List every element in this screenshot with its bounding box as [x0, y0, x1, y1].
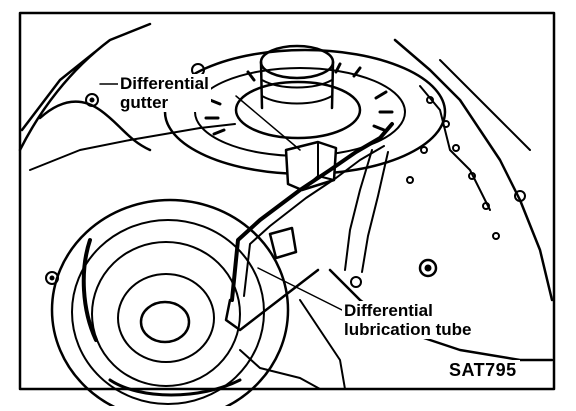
lubrication-tube-lower — [224, 268, 320, 332]
case-lower-ridge — [299, 299, 346, 390]
callout-differential-gutter: Differential gutter — [118, 74, 211, 112]
bore-shading — [108, 378, 242, 397]
leader-line-tube — [257, 267, 343, 311]
callout-line: lubrication tube — [344, 320, 472, 339]
lubrication-tube — [243, 145, 385, 297]
shaft-ring — [261, 79, 333, 105]
differential-bore-ring — [117, 273, 215, 363]
callout-differential-lubrication-tube: Differential lubrication tube — [342, 301, 474, 339]
bolt-hole — [49, 275, 55, 281]
leader-line-gutter — [235, 95, 301, 151]
case-channel — [361, 151, 389, 273]
differential-bore-ring — [91, 241, 241, 387]
case-lower-right — [328, 268, 554, 362]
case-rib — [419, 85, 491, 211]
case-right-edge — [393, 38, 554, 302]
case-channel — [344, 149, 373, 271]
callout-line: gutter — [120, 93, 169, 112]
figure-code: SAT795 — [446, 360, 520, 381]
differential-bore — [50, 198, 290, 411]
bolt-hole — [85, 93, 99, 107]
callout-line: Differential — [120, 74, 209, 93]
case-edge — [29, 123, 236, 171]
figure-border — [18, 11, 556, 391]
bore-shading — [81, 238, 98, 342]
bolt-hole — [350, 276, 362, 288]
bolt-hole — [424, 264, 432, 272]
lubrication-tube — [230, 122, 394, 302]
lubrication-tube-bracket — [268, 226, 298, 260]
differential-bore-ring — [71, 219, 265, 405]
bolt-hole — [418, 258, 438, 278]
case-lower-ridge — [239, 349, 321, 390]
gear-ring-slots — [204, 62, 394, 136]
case-rib — [439, 59, 531, 151]
gear-ring-core — [234, 80, 362, 140]
differential-bore-hub — [139, 300, 191, 344]
callout-line: Differential — [344, 301, 433, 320]
bolt-hole — [89, 97, 95, 103]
bolt-hole — [514, 190, 526, 202]
rib-bolt-holes — [406, 96, 500, 240]
